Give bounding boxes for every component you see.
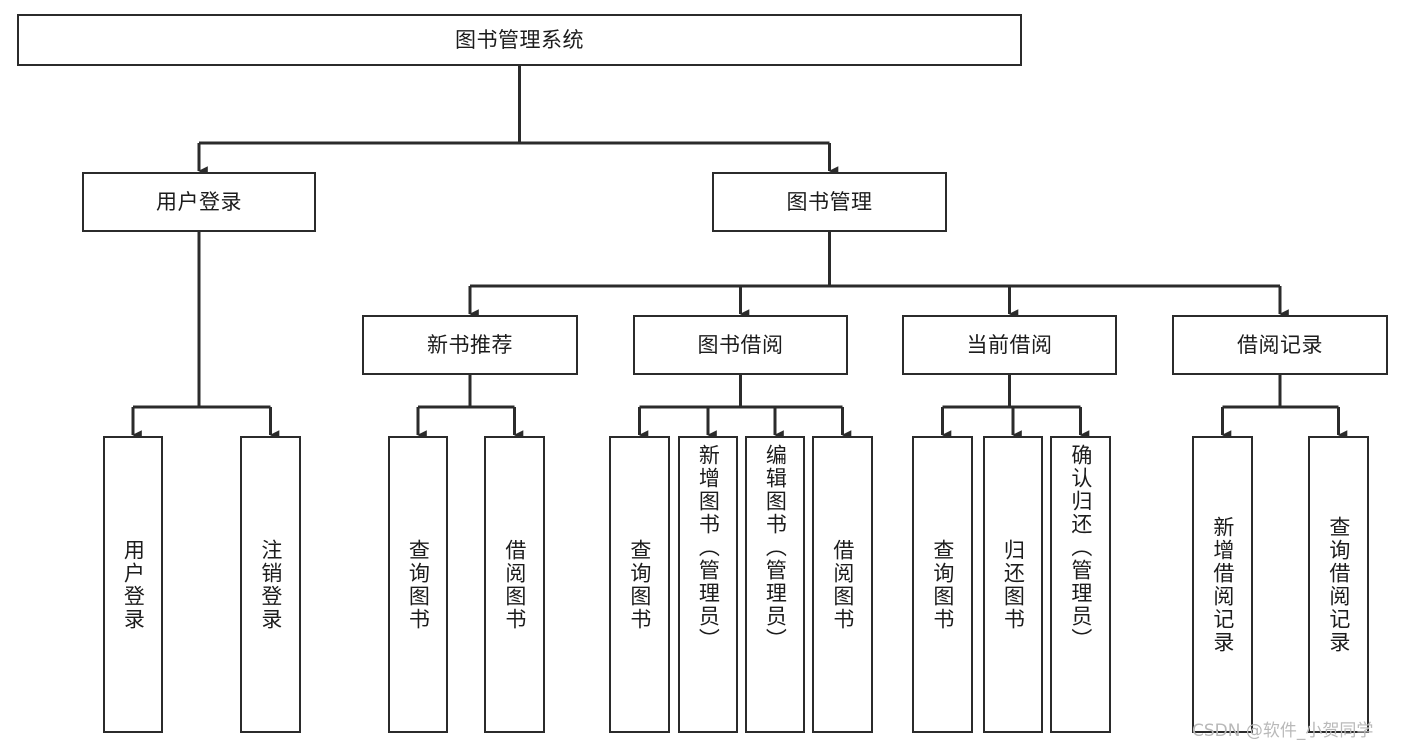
node-leaf-borrow-query-book-label: 查询图书 [627, 538, 652, 631]
node-current-borrow[interactable]: 当前借阅 [902, 315, 1117, 375]
node-user-login[interactable]: 用户登录 [82, 172, 316, 232]
node-leaf-rec-borrow-book-label: 借阅图书 [502, 538, 527, 631]
node-borrow-record[interactable]: 借阅记录 [1172, 315, 1388, 375]
node-leaf-cur-return-book-label: 归还图书 [1001, 538, 1026, 631]
node-new-book-rec[interactable]: 新书推荐 [362, 315, 578, 375]
node-leaf-user-login-label: 用户登录 [121, 538, 146, 631]
node-root-label: 图书管理系统 [455, 27, 584, 52]
node-current-borrow-label: 当前借阅 [966, 332, 1053, 357]
node-book-manage[interactable]: 图书管理 [712, 172, 947, 232]
node-leaf-cur-return-book[interactable]: 归还图书 [983, 436, 1043, 733]
node-leaf-rec-borrow-book[interactable]: 借阅图书 [484, 436, 545, 733]
node-new-book-rec-label: 新书推荐 [427, 332, 513, 357]
node-leaf-cur-confirm-return[interactable]: 确认归还（管理员） [1050, 436, 1111, 733]
node-leaf-borrow-add-book-label: 新增图书（管理员） [696, 444, 721, 651]
node-book-manage-label: 图书管理 [786, 189, 873, 214]
node-user-login-label: 用户登录 [156, 189, 242, 214]
node-root[interactable]: 图书管理系统 [17, 14, 1022, 66]
node-book-borrow-label: 图书借阅 [697, 332, 784, 357]
csdn-watermark: CSDN @软件_小贺同学 [1192, 721, 1374, 741]
node-leaf-cur-query-book-label: 查询图书 [930, 538, 955, 631]
node-leaf-borrow-query-book[interactable]: 查询图书 [609, 436, 670, 733]
node-leaf-borrow-edit-book[interactable]: 编辑图书（管理员） [745, 436, 805, 733]
node-leaf-borrow-borrow-book[interactable]: 借阅图书 [812, 436, 873, 733]
node-leaf-cur-query-book[interactable]: 查询图书 [912, 436, 973, 733]
node-leaf-rec-query-book[interactable]: 查询图书 [388, 436, 448, 733]
node-leaf-user-logout[interactable]: 注销登录 [240, 436, 301, 733]
node-leaf-rec-add-record[interactable]: 新增借阅记录 [1192, 436, 1253, 733]
node-leaf-user-logout-label: 注销登录 [258, 538, 283, 631]
node-leaf-rec-add-record-label: 新增借阅记录 [1210, 515, 1235, 654]
node-leaf-borrow-edit-book-label: 编辑图书（管理员） [763, 444, 788, 651]
node-leaf-borrow-add-book[interactable]: 新增图书（管理员） [678, 436, 738, 733]
node-leaf-rec-query-record[interactable]: 查询借阅记录 [1308, 436, 1369, 733]
node-borrow-record-label: 借阅记录 [1237, 332, 1323, 357]
node-leaf-rec-query-book-label: 查询图书 [406, 538, 431, 631]
node-leaf-rec-query-record-label: 查询借阅记录 [1326, 515, 1351, 654]
node-book-borrow[interactable]: 图书借阅 [633, 315, 848, 375]
node-leaf-borrow-borrow-book-label: 借阅图书 [830, 538, 855, 631]
node-leaf-cur-confirm-return-label: 确认归还（管理员） [1068, 444, 1093, 651]
node-leaf-user-login[interactable]: 用户登录 [103, 436, 163, 733]
